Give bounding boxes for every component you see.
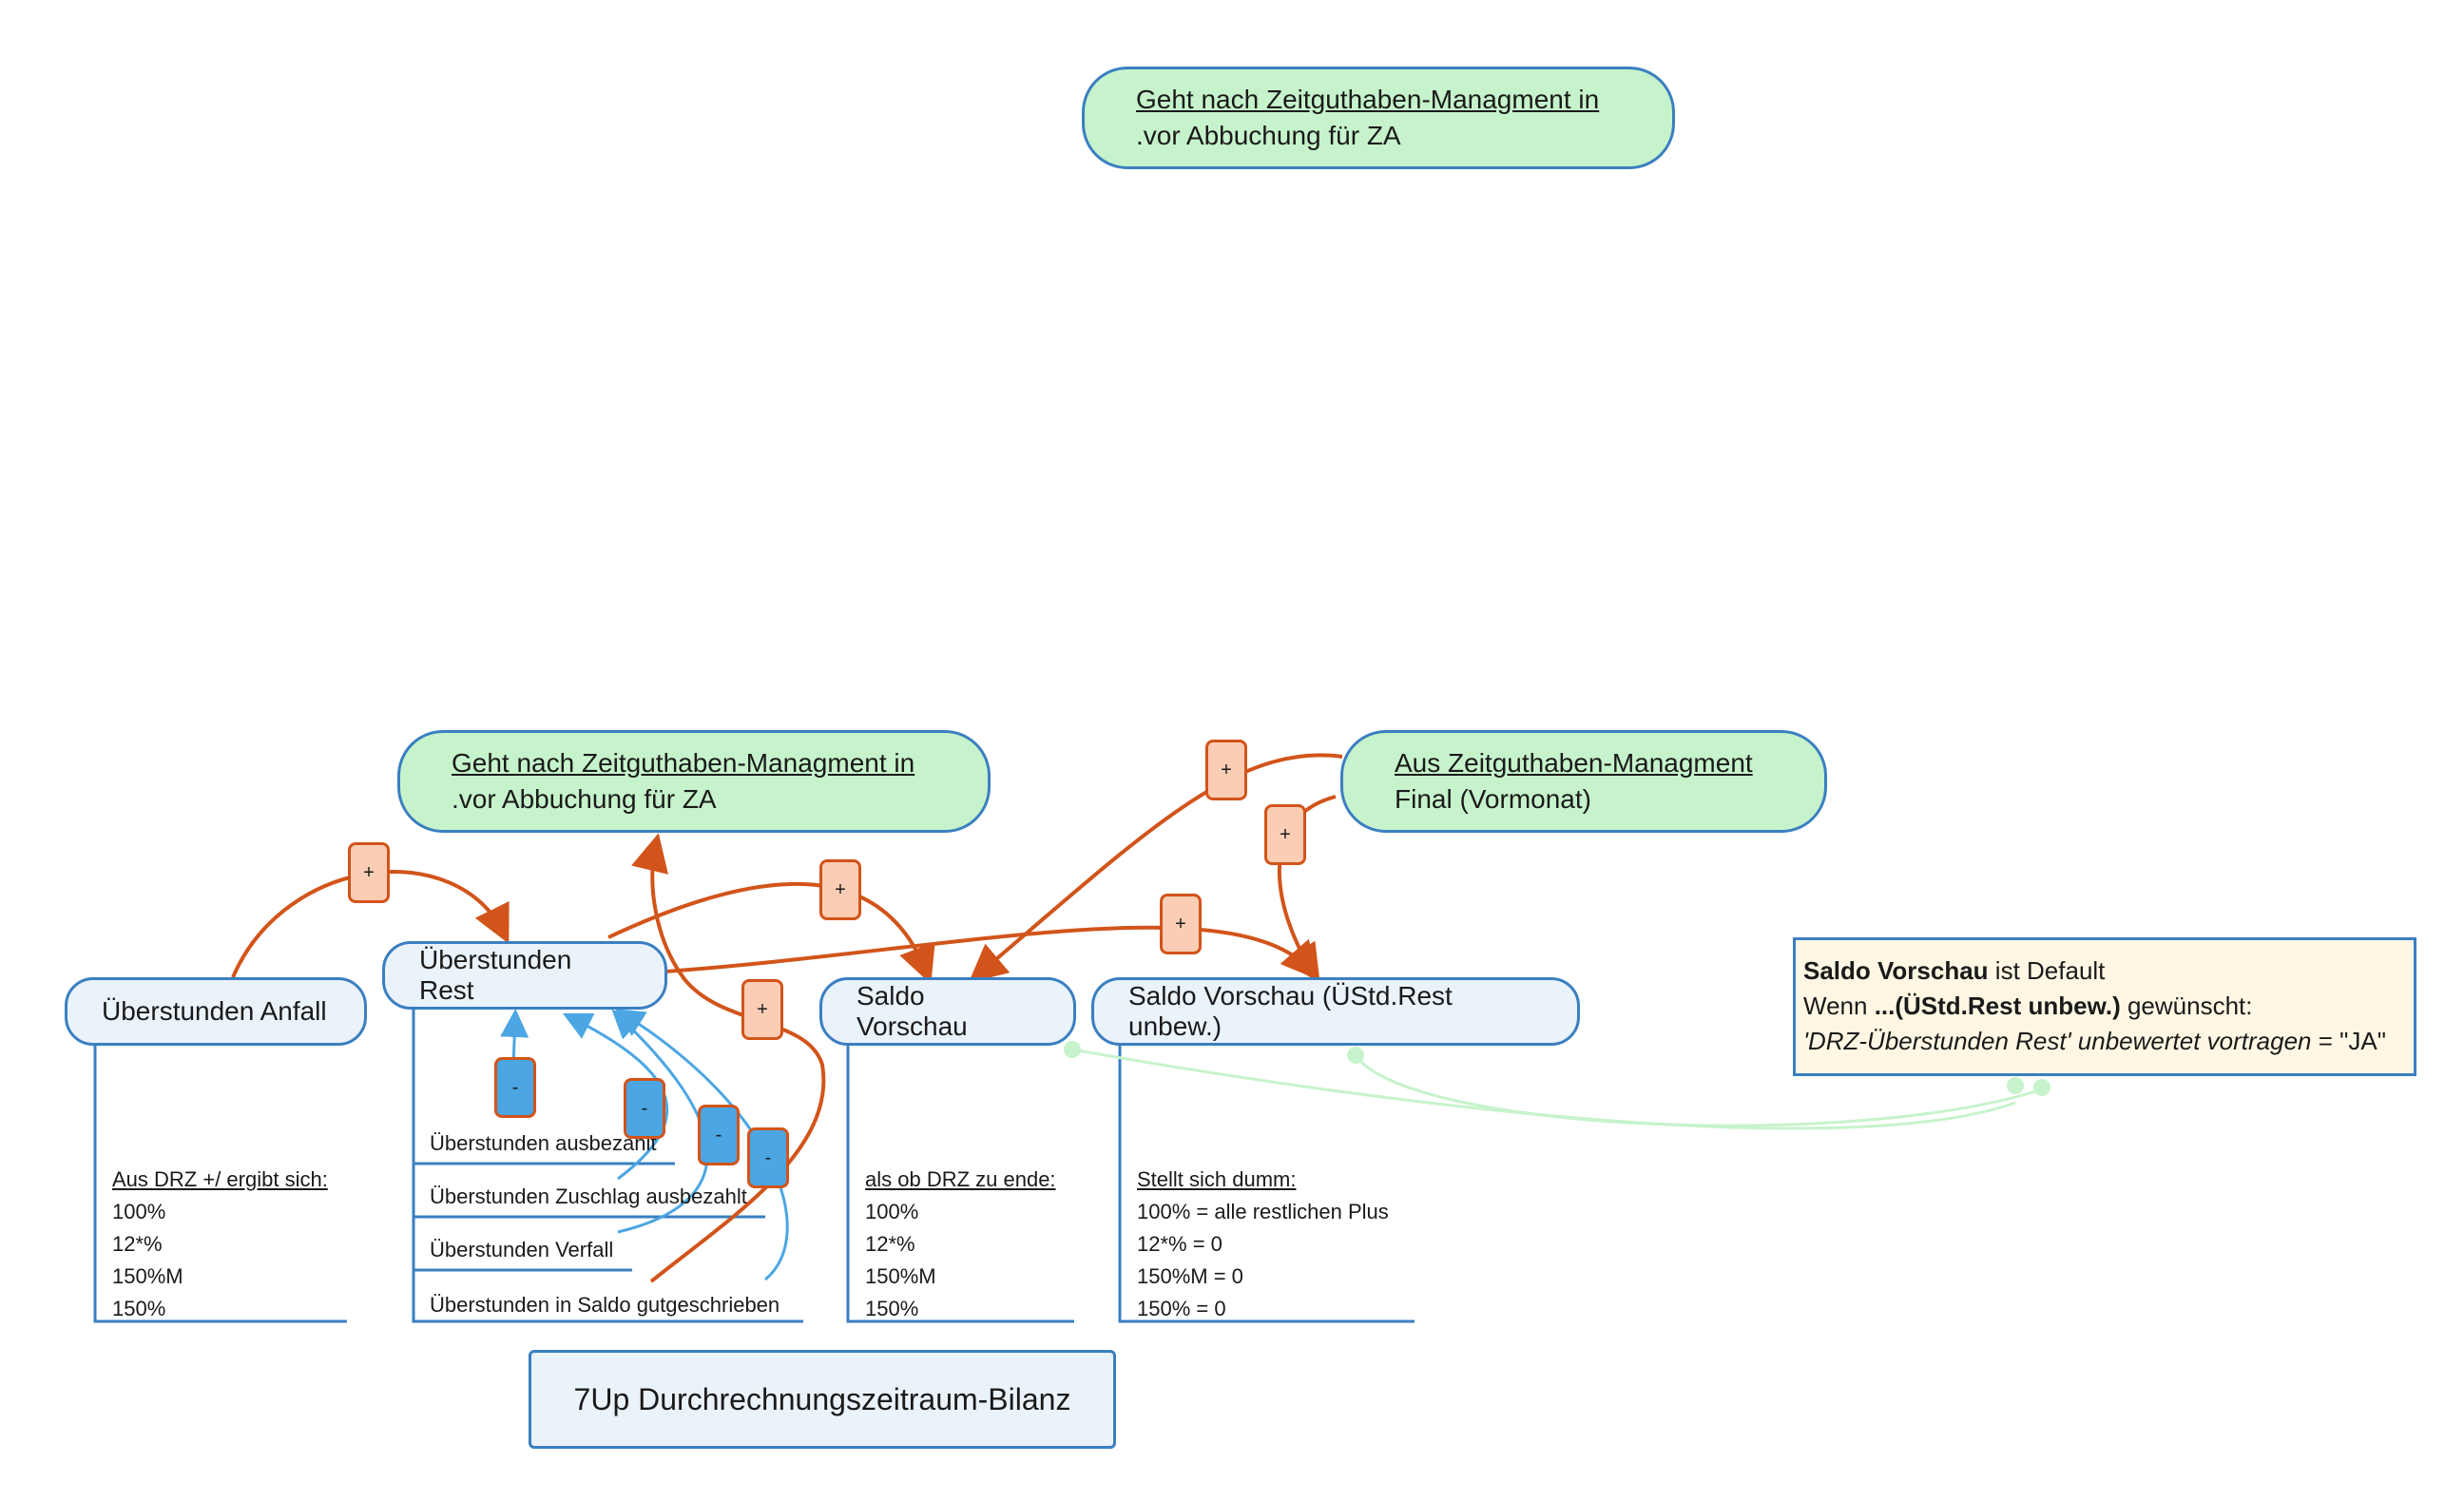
zeitguthaben-node-mid-line1: Geht nach Zeitguthaben-Managment in <box>452 748 915 778</box>
anfall-list-heading: Aus DRZ +/ ergibt sich: <box>112 1167 328 1191</box>
note-text-3: = "JA" <box>2311 1027 2386 1055</box>
zeitguthaben-final-line1: Aus Zeitguthaben-Managment <box>1395 748 1753 778</box>
list-item: 150%M <box>112 1264 183 1288</box>
note-text-1: ist Default <box>1988 956 2106 985</box>
rest-item-zuschlag-label: Überstunden Zuschlag ausbezahlt <box>430 1184 747 1208</box>
list-brackets <box>93 1008 1415 1323</box>
list-item: 100% = alle restlichen Plus <box>1137 1200 1389 1223</box>
saldo-vorschau-unbew-node[interactable]: Saldo Vorschau (ÜStd.Rest unbew.) <box>1091 977 1580 1046</box>
plus-badge[interactable]: + <box>741 979 783 1040</box>
ueberstunden-anfall-node[interactable]: Überstunden Anfall <box>65 977 367 1046</box>
list-item: 150% <box>865 1297 919 1320</box>
rest-item-saldo[interactable]: Überstunden in Saldo gutgeschrieben <box>430 1289 780 1321</box>
note-bold-2: ...(ÜStd.Rest unbew.) <box>1874 992 2121 1020</box>
unbew-list-heading: Stellt sich dumm: <box>1137 1167 1297 1191</box>
zeitguthaben-final-line2: Final (Vormonat) <box>1395 784 1591 814</box>
default-note[interactable]: Saldo Vorschau ist Default Wenn ...(ÜStd… <box>1793 937 2416 1076</box>
plus-badge[interactable]: + <box>819 859 861 920</box>
rest-item-saldo-label: Überstunden in Saldo gutgeschrieben <box>430 1293 780 1317</box>
list-item: 150%M = 0 <box>1137 1264 1243 1288</box>
list-item: 100% <box>865 1200 919 1223</box>
rest-item-verfall-label: Überstunden Verfall <box>430 1238 614 1261</box>
saldo-vorschau-label: Saldo Vorschau <box>857 981 968 1041</box>
anfall-list: Aus DRZ +/ ergibt sich: 100% 12*% 150%M … <box>112 1164 328 1325</box>
ueberstunden-rest-label: Überstunden Rest <box>419 945 572 1005</box>
rest-item-ausbezahlt-label: Überstunden ausbezahlt <box>430 1131 657 1155</box>
diagram-title: 7Up Durchrechnungszeitraum-Bilanz <box>573 1381 1071 1416</box>
minus-badge[interactable]: - <box>698 1105 740 1165</box>
zeitguthaben-final-node[interactable]: Aus Zeitguthaben-Managment Final (Vormon… <box>1340 730 1827 833</box>
note-italic-3: 'DRZ-Überstunden Rest' unbewertet vortra… <box>1803 1027 2312 1055</box>
note-text-2b: gewünscht: <box>2120 992 2253 1020</box>
rest-item-zuschlag[interactable]: Überstunden Zuschlag ausbezahlt <box>430 1181 747 1213</box>
zeitguthaben-node-top[interactable]: Geht nach Zeitguthaben-Managment in .vor… <box>1082 67 1675 169</box>
saldo-list-heading: als ob DRZ zu ende: <box>865 1167 1056 1191</box>
list-item: 100% <box>112 1200 166 1223</box>
list-item: 150% = 0 <box>1137 1297 1226 1320</box>
unbew-list: Stellt sich dumm: 100% = alle restlichen… <box>1137 1164 1389 1325</box>
ueberstunden-rest-node[interactable]: Überstunden Rest <box>382 941 667 1010</box>
plus-badge[interactable]: + <box>1160 894 1202 954</box>
saldo-vorschau-node[interactable]: Saldo Vorschau <box>819 977 1076 1046</box>
minus-badge[interactable]: - <box>747 1127 789 1188</box>
plus-badge[interactable]: + <box>1205 740 1247 800</box>
zeitguthaben-node-top-line1: Geht nach Zeitguthaben-Managment in <box>1136 85 1600 114</box>
saldo-vorschau-unbew-label: Saldo Vorschau (ÜStd.Rest unbew.) <box>1128 981 1453 1041</box>
note-text-2a: Wenn <box>1803 992 1875 1020</box>
list-item: 12*% <box>865 1232 915 1256</box>
minus-badge[interactable]: - <box>494 1057 536 1118</box>
minus-badge[interactable]: - <box>624 1078 665 1139</box>
zeitguthaben-node-mid[interactable]: Geht nach Zeitguthaben-Managment in .vor… <box>397 730 991 833</box>
plus-arrows <box>231 753 1343 1283</box>
list-item: 12*% = 0 <box>1137 1232 1222 1256</box>
ueberstunden-anfall-label: Überstunden Anfall <box>102 996 327 1026</box>
list-item: 150% <box>112 1297 166 1320</box>
plus-badge[interactable]: + <box>348 842 390 903</box>
zeitguthaben-node-mid-line2: .vor Abbuchung für ZA <box>452 784 717 814</box>
list-item: 12*% <box>112 1232 163 1256</box>
saldo-list: als ob DRZ zu ende: 100% 12*% 150%M 150% <box>865 1164 1056 1325</box>
diagram-title-node[interactable]: 7Up Durchrechnungszeitraum-Bilanz <box>529 1350 1116 1449</box>
rest-item-ausbezahlt[interactable]: Überstunden ausbezahlt <box>430 1127 657 1160</box>
rest-item-verfall[interactable]: Überstunden Verfall <box>430 1234 613 1266</box>
plus-badge[interactable]: + <box>1264 804 1306 865</box>
note-connectors <box>1071 1048 2043 1130</box>
zeitguthaben-node-top-line2: .vor Abbuchung für ZA <box>1136 121 1401 150</box>
note-bold-1: Saldo Vorschau <box>1803 956 1989 985</box>
list-item: 150%M <box>865 1264 936 1288</box>
